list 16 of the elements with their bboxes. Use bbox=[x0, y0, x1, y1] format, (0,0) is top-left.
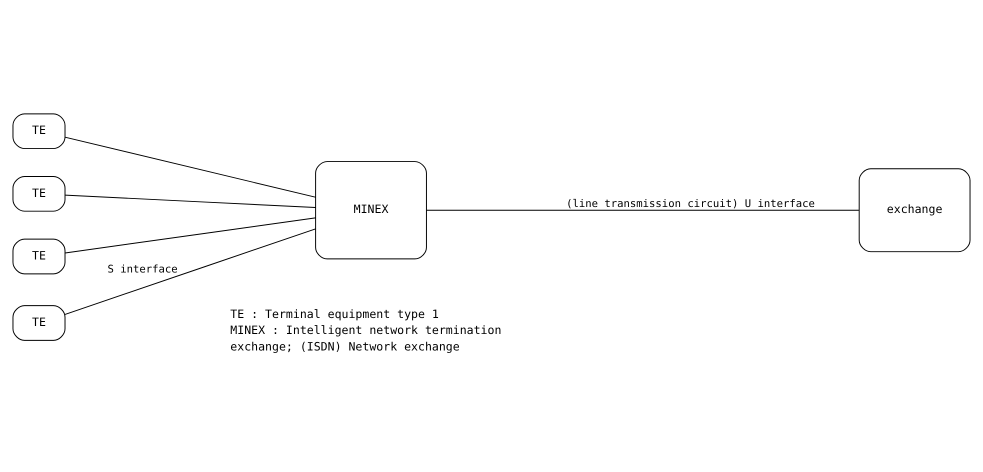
node-box: TE bbox=[12, 238, 66, 274]
label: exchange; (ISDN) Network exchange bbox=[230, 339, 460, 354]
node-box: MINEX bbox=[315, 160, 427, 259]
edge-label: S interface bbox=[108, 263, 178, 276]
connector bbox=[64, 216, 316, 253]
connector bbox=[64, 228, 316, 314]
label: TE : Terminal equipment type 1 bbox=[230, 306, 439, 320]
label: MINEX : Intelligent network termination bbox=[230, 322, 502, 337]
connector bbox=[64, 136, 316, 198]
edge-label: (line transmission circuit) U interface bbox=[566, 198, 815, 210]
node-box: TE bbox=[12, 304, 66, 340]
node-box: TE bbox=[12, 112, 66, 149]
connector bbox=[64, 194, 316, 208]
node-box: TE bbox=[12, 176, 66, 212]
connector bbox=[426, 209, 860, 210]
node-box: exchange bbox=[858, 168, 971, 252]
